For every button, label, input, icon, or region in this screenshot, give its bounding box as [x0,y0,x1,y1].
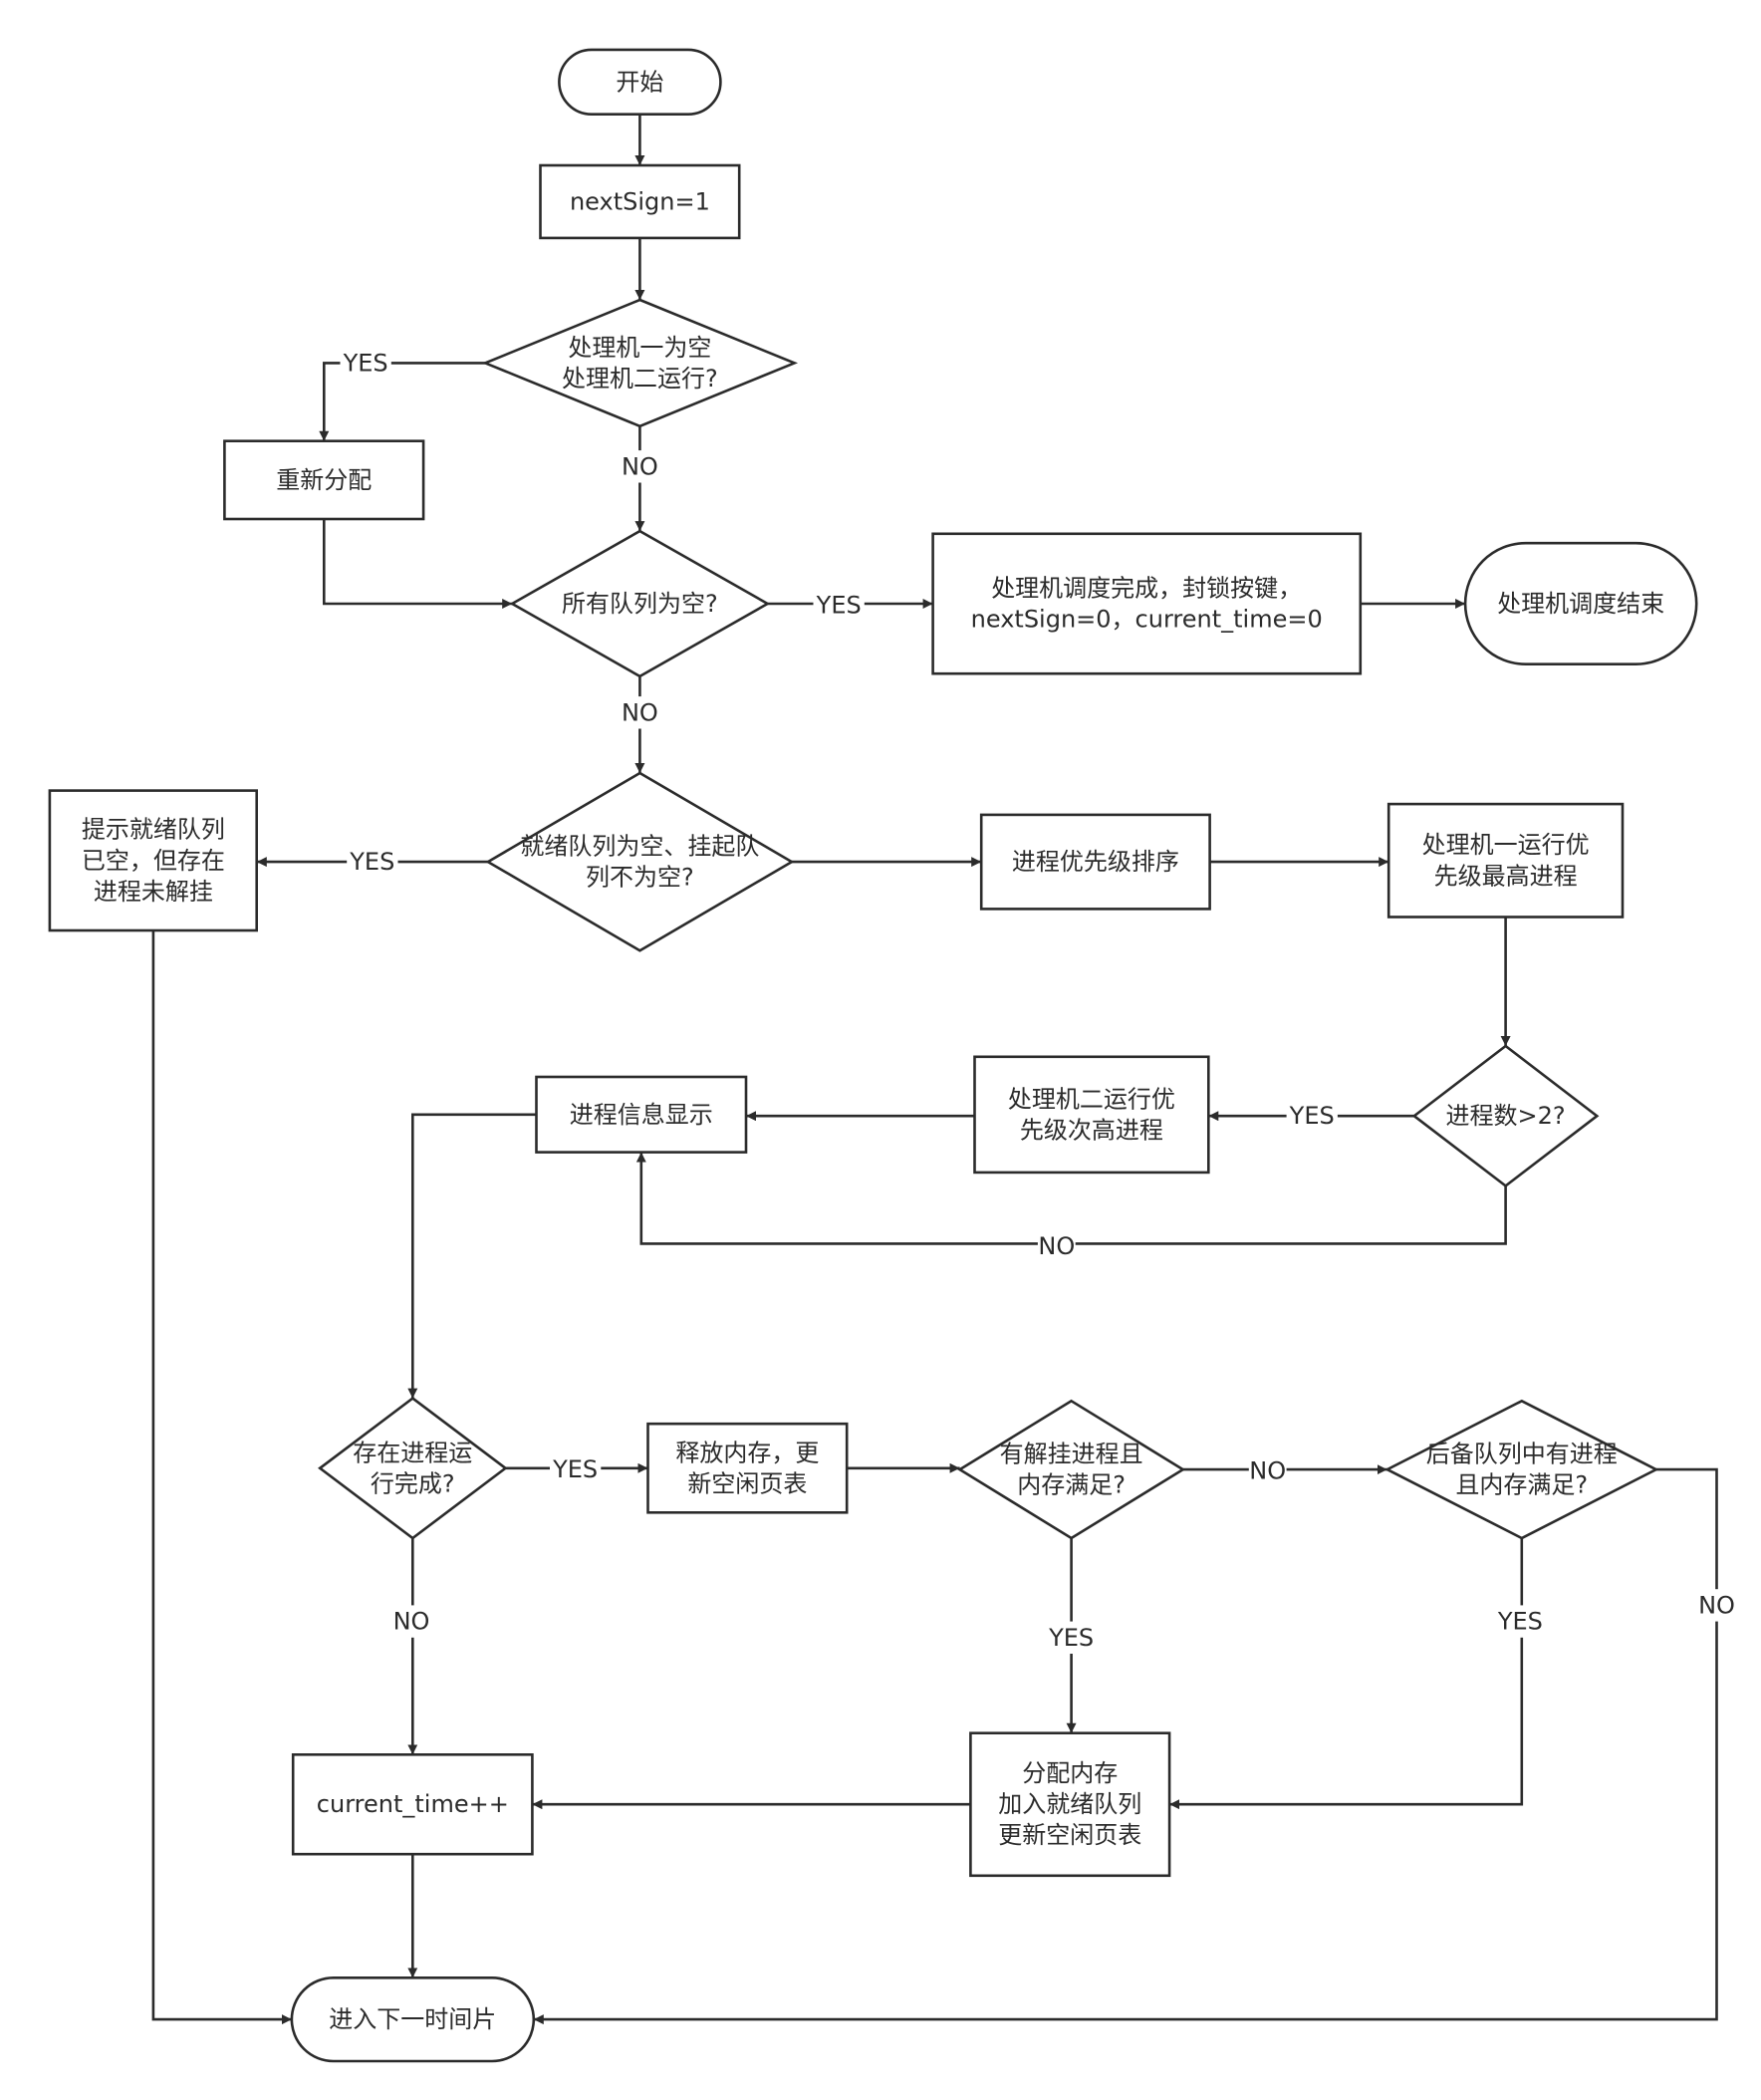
edge-label-unsuspend-yes: YES [1046,1621,1098,1654]
node-label: 更新空闲页表 [998,1821,1141,1849]
node-label: 存在进程运 [353,1439,472,1466]
svg-text:NO: NO [1698,1591,1735,1619]
node-show-info: 进程信息显示 [535,1075,748,1154]
node-label: 列不为空? [586,864,694,892]
node-label: 先级最高进程 [1434,862,1578,890]
edge-label-done-yes: YES [550,1452,602,1486]
edge-label-all-empty-yes: YES [813,589,865,622]
edge-label-backup-no: NO [1697,1589,1736,1622]
node-label: 内存满足? [1017,1471,1126,1499]
node-start: 开始 [558,48,722,117]
svg-text:NO: NO [1038,1232,1075,1260]
edge-label-all-empty-no: NO [621,696,659,729]
svg-text:YES: YES [1048,1624,1094,1652]
node-label: 后备队列中有进程 [1426,1441,1618,1468]
flow-arrow [319,362,486,441]
svg-text:YES: YES [1497,1608,1543,1636]
edge-label-cpu-no: NO [621,450,659,483]
node-label: 处理机二运行? [562,365,718,393]
node-free-mem: 释放内存，更新空闲页表 [646,1422,849,1514]
node-label: nextSign=0，current_time=0 [971,606,1323,634]
node-label: 释放内存，更 [675,1439,819,1466]
node-init-sign: nextSign=1 [539,163,741,240]
edge-label-count-no: NO [1037,1229,1076,1263]
svg-text:YES: YES [816,591,862,619]
svg-text:NO: NO [1249,1457,1286,1485]
node-label: 就绪队列为空、挂起队 [520,833,759,861]
node-label: 先级次高进程 [1020,1116,1163,1144]
node-label: 有解挂进程且 [1000,1441,1143,1468]
svg-text:YES: YES [349,848,394,876]
node-label: 进程信息显示 [570,1101,713,1129]
svg-text:NO: NO [622,698,658,726]
node-label: 重新分配 [276,466,372,494]
node-label: 提示就绪队列 [82,816,225,844]
node-label: 所有队列为空? [562,590,718,618]
node-label: 新空闲页表 [687,1469,807,1497]
edge-label-count-yes: YES [1286,1100,1338,1133]
node-end-dispatch: 处理机调度结束 [1463,541,1698,666]
edge-label-cpu-yes: YES [340,347,391,380]
node-label: 进程优先级排序 [1012,848,1179,876]
svg-text:NO: NO [622,452,658,480]
node-label: 行完成? [371,1469,455,1497]
node-sort-priority: 进程优先级排序 [979,813,1211,911]
node-label: 处理机二运行优 [1008,1085,1175,1113]
node-next-slice: 进入下一时间片 [290,1976,536,2063]
node-label: 处理机调度完成，封锁按键， [991,575,1302,603]
node-cond-all-empty: 所有队列为空? [509,529,771,678]
node-label: nextSign=1 [570,187,710,215]
node-reassign: 重新分配 [223,439,425,521]
flow-arrow [1169,1538,1524,1810]
node-label: 进入下一时间片 [329,2005,496,2033]
edge-label-ready-empty-yes: YES [347,845,398,879]
node-time-inc: current_time++ [291,1753,534,1856]
edge-label-done-no: NO [392,1605,430,1638]
node-label: 且内存满足? [1455,1471,1588,1499]
edge-label-backup-yes: YES [1494,1605,1547,1638]
node-label: 处理机调度结束 [1497,590,1664,618]
node-cond-count: 进程数>2? [1411,1044,1600,1188]
edge-label-unsuspend-no: NO [1248,1454,1287,1487]
svg-text:YES: YES [552,1455,598,1483]
svg-text:YES: YES [343,349,388,377]
node-label: 加入就绪队列 [998,1790,1141,1818]
node-label: 进程数>2? [1446,1102,1566,1130]
node-label: 开始 [616,68,663,96]
node-label: 分配内存 [1022,1759,1118,1787]
node-label: 已空，但存在 [82,847,225,875]
svg-text:NO: NO [393,1608,430,1636]
flow-arrow [322,519,513,609]
node-label: current_time++ [317,1790,509,1818]
svg-text:YES: YES [1289,1102,1335,1130]
flow-arrow [151,929,292,2025]
node-label: 处理机一为空 [568,334,711,362]
flow-arrow [533,1467,1718,2025]
node-label: 处理机一运行优 [1422,831,1590,859]
node-finish-dispatch: 处理机调度完成，封锁按键， nextSign=0，current_time=0 [931,532,1363,675]
node-label: 进程未解挂 [94,878,213,906]
flow-arrow [407,1113,537,1399]
